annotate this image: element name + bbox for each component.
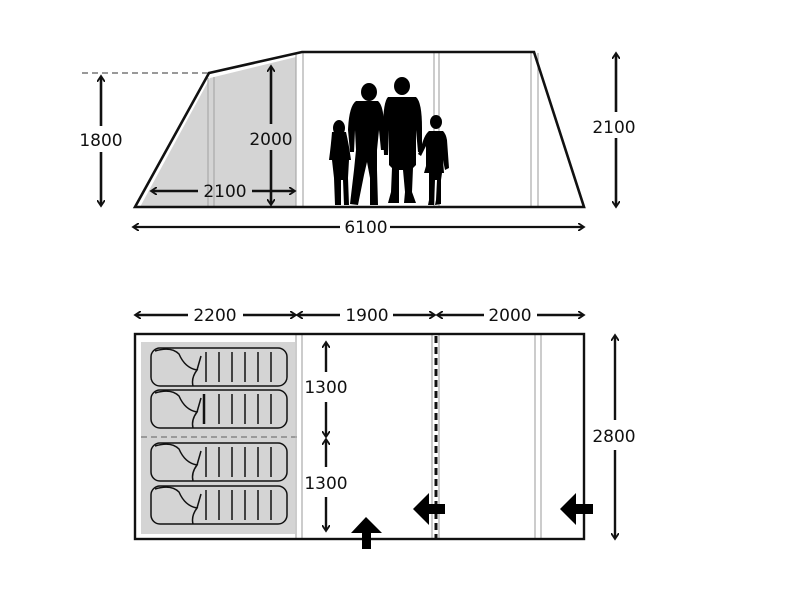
floor-plan: 2200 1900 2000 1300 1300 2800 (135, 306, 636, 549)
dim-label-annex-inner-height: 2000 (249, 130, 292, 150)
sleeping-bag (150, 389, 288, 429)
entrance-arrow-up-icon (351, 517, 382, 549)
sleeping-bags (150, 347, 288, 525)
dim-label-annex-wall-height: 1800 (79, 131, 122, 151)
sleeping-bag (150, 485, 288, 525)
tent-side-outline (132, 50, 586, 209)
bedroom-area (141, 342, 295, 534)
girl-silhouette (329, 120, 351, 205)
dim-label-bedroom-depth-top: 1300 (304, 378, 347, 398)
dim-label-porch-width: 2000 (488, 306, 531, 326)
dim-label-annex-depth: 2100 (203, 182, 246, 202)
annex-shaded-area (140, 57, 296, 207)
boy-silhouette (418, 115, 449, 205)
dim-label-total-width: 2800 (592, 427, 635, 447)
sleeping-bag (150, 347, 288, 387)
dim-label-total-length: 6100 (344, 218, 387, 238)
entrance-arrow-left-icon (413, 493, 445, 525)
dim-label-living-width: 1900 (345, 306, 388, 326)
sleeping-bag (150, 442, 288, 482)
man-silhouette (383, 77, 422, 203)
dim-label-bedroom-width: 2200 (193, 306, 236, 326)
entrance-arrow-left-icon (560, 493, 593, 525)
side-view: 1800 2000 2100 2100 6100 (79, 50, 636, 238)
woman-silhouette (348, 83, 384, 205)
dim-label-max-height: 2100 (592, 118, 635, 138)
family-silhouettes (329, 77, 449, 205)
dim-label-bedroom-depth-bottom: 1300 (304, 474, 347, 494)
tent-floor-outline (133, 332, 586, 541)
